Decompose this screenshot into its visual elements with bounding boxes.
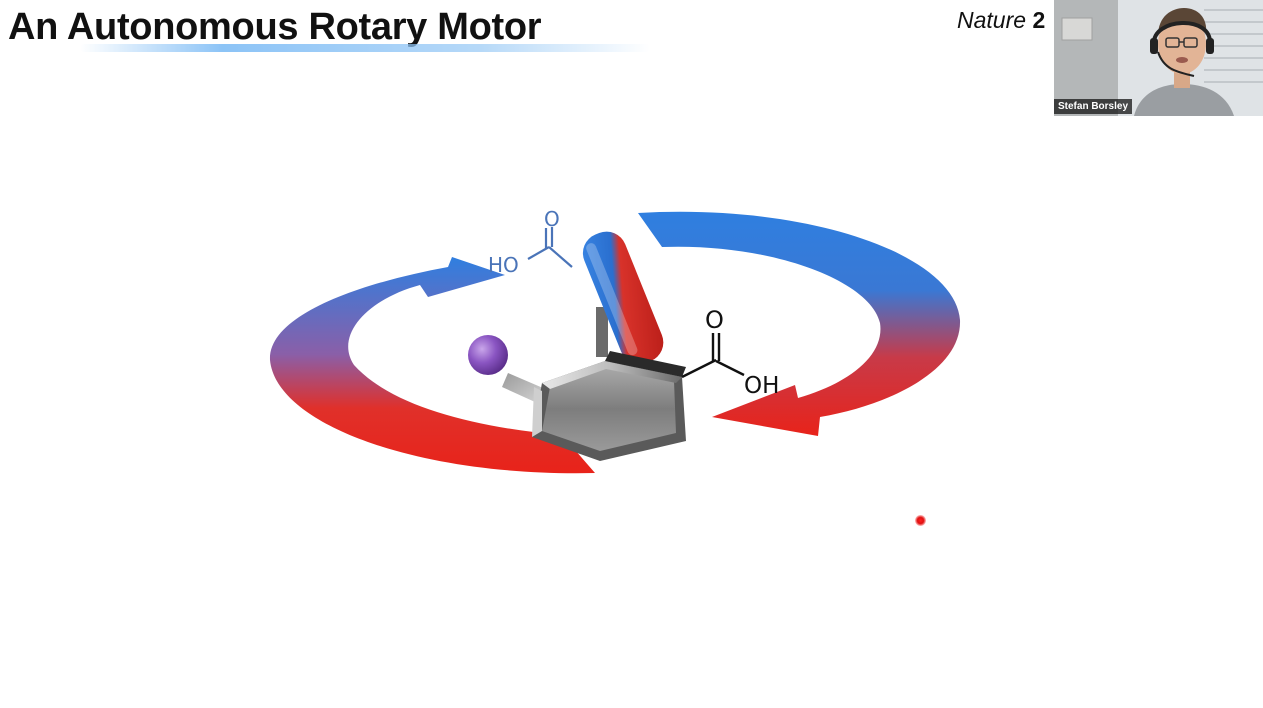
citation: Nature 2: [957, 7, 1045, 34]
rotary-motor-diagram: O HO: [269, 207, 961, 474]
participant-video[interactable]: Stefan Borsley: [1054, 0, 1263, 116]
right-carbonyl-label: O: [705, 306, 724, 334]
rotary-motor-figure: O HO: [250, 195, 990, 495]
top-carboxylic-acid: [527, 227, 573, 268]
top-carbonyl-label: O: [544, 207, 560, 231]
benzene-ring: [532, 351, 686, 461]
video-feed: [1054, 0, 1263, 116]
purple-atom: [468, 335, 508, 375]
right-carboxylic-acid: [681, 333, 745, 379]
rotation-arrow-left: [269, 257, 595, 474]
participant-name-label: Stefan Borsley: [1054, 99, 1133, 114]
title-underline: [80, 44, 650, 52]
citation-year: 2: [1032, 7, 1046, 33]
citation-journal: Nature: [957, 7, 1027, 33]
ring-rod: [596, 307, 608, 357]
rotor-bar: [582, 231, 664, 364]
laser-pointer: [915, 515, 926, 526]
rotation-arrow-right: [638, 211, 961, 436]
right-hydroxyl-label: OH: [744, 373, 779, 399]
slide-title: An Autonomous Rotary Motor: [8, 6, 542, 48]
top-hydroxyl-label: HO: [488, 253, 519, 277]
